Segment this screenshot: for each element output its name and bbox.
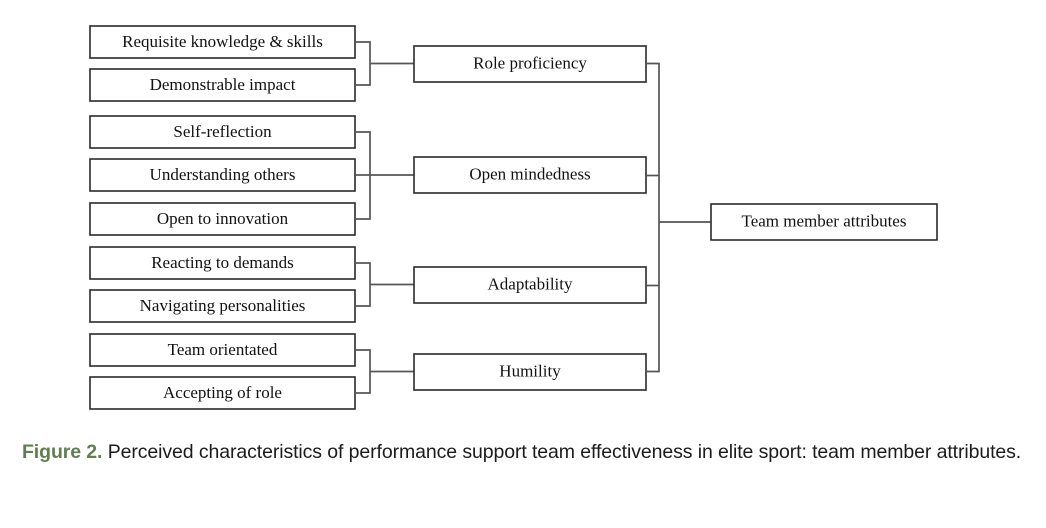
- leaf-box-reacting-to-demands: Reacting to demands: [89, 246, 356, 280]
- category-box-humility: Humility: [413, 353, 647, 391]
- leaf-box-team-orientated: Team orientated: [89, 333, 356, 367]
- leaf-box-open-to-innovation: Open to innovation: [89, 202, 356, 236]
- leaf-box-accepting-of-role: Accepting of role: [89, 376, 356, 410]
- leaf-label: Understanding others: [150, 165, 296, 184]
- category-label: Role proficiency: [473, 53, 587, 72]
- leaf-label: Self-reflection: [173, 122, 272, 141]
- leaf-box-navigating-personalities: Navigating personalities: [89, 289, 356, 323]
- leaf-label: Demonstrable impact: [150, 75, 296, 94]
- figure-caption: Figure 2. Perceived characteristics of p…: [22, 437, 1028, 468]
- category-label: Humility: [499, 361, 561, 380]
- category-box-adaptability: Adaptability: [413, 266, 647, 304]
- bracket-leaves-to-role-proficiency: [355, 41, 371, 86]
- leaf-box-self-reflection: Self-reflection: [89, 115, 356, 149]
- leaf-label: Accepting of role: [163, 383, 282, 402]
- leaf-label: Navigating personalities: [140, 296, 306, 315]
- category-box-open-mindedness: Open mindedness: [413, 156, 647, 194]
- leaf-label: Requisite knowledge & skills: [122, 32, 323, 51]
- group-role-proficiency: Requisite knowledge & skills Demonstrabl…: [89, 25, 647, 102]
- root-label: Team member attributes: [742, 211, 907, 230]
- leaf-label: Team orientated: [168, 340, 278, 359]
- category-label: Open mindedness: [469, 164, 590, 183]
- figure-number: Figure 2.: [22, 441, 103, 463]
- bracket-leaves-to-adaptability: [355, 262, 371, 307]
- bracket-leaves-to-humility: [355, 349, 371, 394]
- category-label: Adaptability: [488, 274, 573, 293]
- leaf-box-requisite-knowledge-skills: Requisite knowledge & skills: [89, 25, 356, 59]
- leaf-label: Reacting to demands: [151, 253, 294, 272]
- leaf-label: Open to innovation: [157, 209, 289, 228]
- root-box-team-member-attributes: Team member attributes: [710, 203, 938, 241]
- team-member-attributes-diagram: Requisite knowledge & skills Demonstrabl…: [89, 25, 938, 410]
- figure-caption-text: Perceived characteristics of performance…: [102, 441, 1022, 463]
- category-box-role-proficiency: Role proficiency: [413, 45, 647, 83]
- leaf-box-demonstrable-impact: Demonstrable impact: [89, 68, 356, 102]
- group-open-mindedness: Self-reflection Understanding others Ope…: [89, 115, 647, 236]
- leaf-box-understanding-others: Understanding others: [89, 158, 356, 192]
- group-humility: Team orientated Accepting of role Humili…: [89, 333, 647, 410]
- group-adaptability: Reacting to demands Navigating personali…: [89, 246, 647, 323]
- bracket-categories-to-root: [646, 62, 711, 373]
